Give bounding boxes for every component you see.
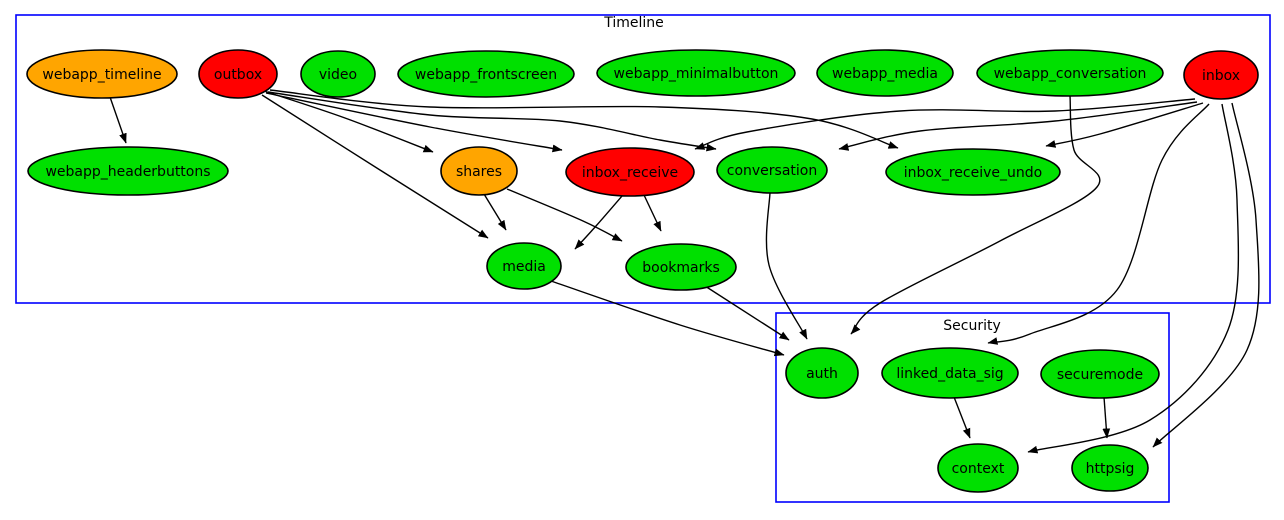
node-conversation: [716, 146, 828, 194]
node-layer: webapp_timeline outbox video webapp_frontsc…: [26, 49, 1259, 493]
node-label-context: context: [952, 461, 1005, 477]
edge-webapp_conversation-to-auth: [850, 95, 1101, 335]
node-label-shares: shares: [456, 164, 502, 180]
edge-inbox_receive-to-media: [574, 195, 623, 250]
edge-linked_data_sig-to-context: [953, 396, 971, 439]
node-label-conversation: conversation: [727, 163, 817, 179]
node-label-webapp_media: webapp_media: [832, 66, 938, 82]
edge-outbox-to-inbox_receive: [265, 92, 563, 153]
node-label-webapp_timeline: webapp_timeline: [42, 67, 161, 83]
node-inbox_receive: [565, 147, 695, 197]
node-label-webapp_headerbuttons: webapp_headerbuttons: [45, 164, 210, 180]
node-label-inbox_receive: inbox_receive: [582, 165, 678, 181]
edge-shares-to-bookmarks: [506, 188, 623, 242]
node-inbox_receive_undo: [885, 148, 1061, 196]
cluster-label-security: Security: [943, 318, 1001, 334]
node-webapp_headerbuttons: [27, 146, 229, 196]
edge-inbox-to-httpsig: [1152, 102, 1260, 448]
node-webapp_frontscreen: [397, 50, 575, 98]
node-label-httpsig: httpsig: [1086, 461, 1135, 477]
edge-inbox_receive-to-bookmarks: [643, 194, 662, 232]
edge-inbox-to-linked_data_sig: [987, 103, 1210, 345]
edge-outbox-to-media: [261, 94, 489, 239]
node-webapp_minimalbutton: [596, 49, 796, 97]
cluster-timeline: [15, 14, 1271, 304]
node-label-webapp_frontscreen: webapp_frontscreen: [415, 67, 557, 83]
node-label-auth: auth: [806, 366, 838, 382]
edge-inbox-to-inbox_receive: [694, 98, 1196, 150]
node-securemode: [1040, 349, 1160, 399]
cluster-label-timeline: Timeline: [603, 15, 664, 31]
node-label-webapp_minimalbutton: webapp_minimalbutton: [614, 66, 779, 82]
edge-outbox-to-conversation: [267, 91, 717, 152]
node-label-media: media: [502, 259, 546, 275]
edge-webapp_timeline-to-webapp_headerbuttons: [109, 96, 127, 144]
node-label-securemode: securemode: [1057, 367, 1143, 383]
edge-conversation-to-auth: [765, 191, 808, 340]
node-label-inbox: inbox: [1202, 68, 1240, 84]
edge-inbox-to-conversation: [838, 101, 1198, 151]
node-bookmarks: [625, 243, 737, 291]
node-label-inbox_receive_undo: inbox_receive_undo: [904, 165, 1042, 181]
node-label-bookmarks: bookmarks: [642, 260, 720, 276]
node-label-linked_data_sig: linked_data_sig: [896, 366, 1003, 382]
node-httpsig: [1071, 444, 1149, 492]
node-label-outbox: outbox: [214, 67, 262, 83]
edge-shares-to-media: [483, 193, 507, 231]
edge-inbox-to-inbox_receive_undo: [1045, 102, 1204, 148]
edge-securemode-to-httpsig: [1102, 396, 1111, 439]
edge-outbox-to-inbox_receive_undo: [269, 89, 899, 149]
node-webapp_conversation: [976, 49, 1164, 97]
node-webapp_media: [816, 49, 954, 97]
node-linked_data_sig: [881, 347, 1019, 399]
node-webapp_timeline: [26, 49, 178, 99]
node-context: [937, 443, 1019, 493]
node-video: [300, 50, 376, 98]
node-inbox: [1183, 50, 1259, 100]
edge-layer: [109, 89, 1260, 454]
node-shares: [440, 146, 518, 196]
edge-media-to-auth: [550, 280, 785, 357]
node-media: [486, 242, 562, 290]
node-outbox: [198, 49, 278, 99]
node-auth: [785, 347, 859, 399]
edge-bookmarks-to-auth: [704, 285, 790, 341]
node-label-video: video: [319, 67, 357, 83]
node-label-webapp_conversation: webapp_conversation: [994, 66, 1147, 82]
